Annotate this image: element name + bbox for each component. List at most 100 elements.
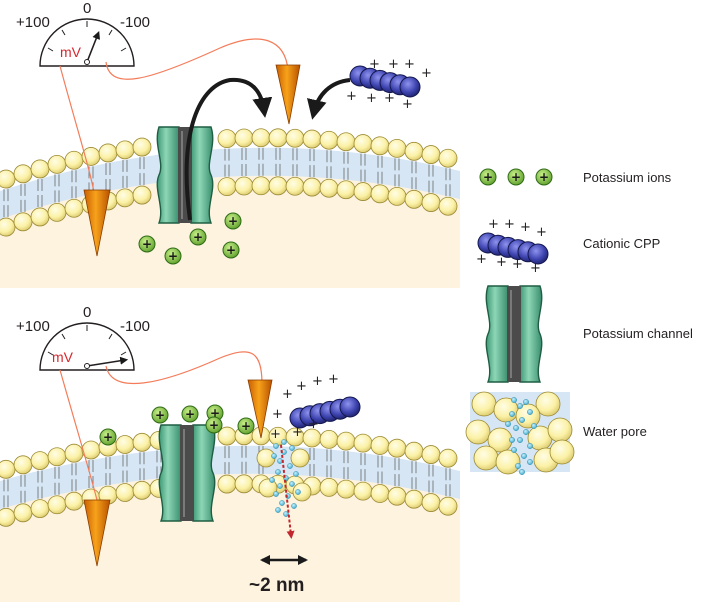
electrode-intracellular: [83, 189, 111, 257]
lipid-head: [370, 136, 390, 156]
lipid-head: [132, 185, 152, 205]
svg-text:+: +: [168, 249, 178, 263]
svg-text:+: +: [270, 427, 281, 442]
bottom-panel: + + + + + + ++ ++ ++ ++ ~2 nm: [0, 304, 460, 602]
water-molecule: [273, 443, 279, 449]
cpp-residue: [339, 396, 361, 418]
svg-text:+: +: [404, 57, 415, 72]
lipid-head: [30, 159, 50, 179]
lipid-head: [285, 176, 305, 196]
lipid-head: [0, 217, 16, 237]
svg-text:+: +: [241, 419, 251, 433]
lipid-head: [47, 203, 67, 222]
lipid-head: [290, 448, 310, 468]
water-molecule: [527, 443, 533, 449]
lipid-head: [115, 188, 135, 208]
meter-unit: mV: [60, 44, 82, 60]
lipid-head: [438, 148, 458, 168]
lipid-head: [547, 417, 573, 443]
lipid-head: [421, 493, 441, 512]
meter-left-value: +100: [16, 14, 50, 31]
lipid-head: [549, 439, 575, 465]
lipid-head: [473, 445, 499, 471]
lipid-head: [115, 483, 135, 502]
lipid-bilayer: [0, 128, 460, 237]
lipid-head: [47, 495, 67, 515]
water-molecule: [509, 411, 515, 417]
lipid-head: [319, 178, 339, 198]
water-molecule: [277, 483, 283, 489]
lipid-head: [234, 474, 254, 494]
lipid-head: [302, 129, 322, 149]
svg-text:+: +: [103, 430, 113, 444]
svg-text:+: +: [328, 372, 339, 387]
meter-center-value: 0: [83, 0, 91, 17]
svg-text:+: +: [296, 379, 307, 394]
lipid-head: [13, 212, 33, 232]
membrane-core: [0, 445, 460, 509]
lipid-head: [438, 496, 458, 516]
svg-text:+: +: [539, 170, 549, 184]
meter-right-value: -100: [120, 14, 150, 31]
potassium-channel: [158, 424, 216, 522]
meter-unit: mV: [52, 349, 74, 365]
lipid-head: [0, 459, 16, 479]
water-molecule: [291, 503, 297, 509]
electrode-wire: [105, 351, 263, 385]
lipid-head: [47, 155, 67, 174]
water-molecule: [511, 397, 517, 403]
water-molecule: [523, 429, 529, 435]
cationic-cpp-icon: ++ ++ ++ ++: [476, 217, 549, 276]
lipid-head: [115, 140, 135, 160]
ion-group: + + + + + +: [99, 404, 255, 446]
water-molecule: [515, 463, 521, 469]
lipid-head: [535, 391, 561, 417]
water-molecule: [275, 507, 281, 513]
lipid-head: [336, 431, 356, 451]
meter-center-value: 0: [83, 304, 91, 321]
svg-text:+: +: [384, 91, 395, 106]
svg-text:+: +: [193, 230, 203, 244]
lipid-head: [268, 176, 288, 196]
lipid-head: [64, 443, 84, 463]
lipid-head: [421, 445, 441, 464]
electrode-wire: [59, 369, 98, 501]
water-molecule: [293, 471, 299, 477]
lipid-head: [0, 169, 16, 189]
voltmeter: +100 0 -100 mV: [16, 304, 150, 371]
water-molecule: [287, 463, 293, 469]
lipid-head: [30, 451, 50, 471]
electrode-bath: [275, 64, 301, 125]
water-molecule: [275, 469, 281, 475]
water-molecule: [269, 477, 275, 483]
svg-text:+: +: [185, 407, 195, 421]
water-pore-icon: [465, 391, 575, 475]
lipid-head: [319, 130, 339, 150]
ion-group: + + + + +: [138, 212, 242, 265]
water-molecule: [289, 481, 295, 487]
svg-text:+: +: [312, 374, 323, 389]
lipid-head: [438, 448, 458, 468]
lipid-head: [47, 447, 67, 467]
svg-text:+: +: [346, 89, 357, 104]
cpp-residue: [399, 76, 421, 98]
lipid-head: [0, 507, 16, 527]
water-molecule: [517, 403, 523, 409]
svg-text:+: +: [402, 97, 413, 112]
potassium-channel-icon: [485, 285, 543, 383]
lipid-head: [319, 430, 339, 449]
lipid-head: [285, 128, 305, 148]
water-molecule: [271, 453, 277, 459]
cationic-cpp: ++ ++ ++ ++: [346, 57, 432, 112]
lipid-head: [234, 128, 254, 148]
lipid-head: [115, 435, 135, 454]
svg-text:+: +: [530, 261, 541, 276]
water-molecule: [281, 439, 287, 445]
svg-text:+: +: [504, 217, 515, 232]
lipid-head: [387, 138, 407, 158]
lipid-head: [292, 482, 312, 502]
lipid-head: [64, 491, 84, 511]
svg-text:+: +: [282, 387, 293, 402]
electrode-intracellular: [83, 499, 111, 567]
lipid-head: [438, 196, 458, 216]
